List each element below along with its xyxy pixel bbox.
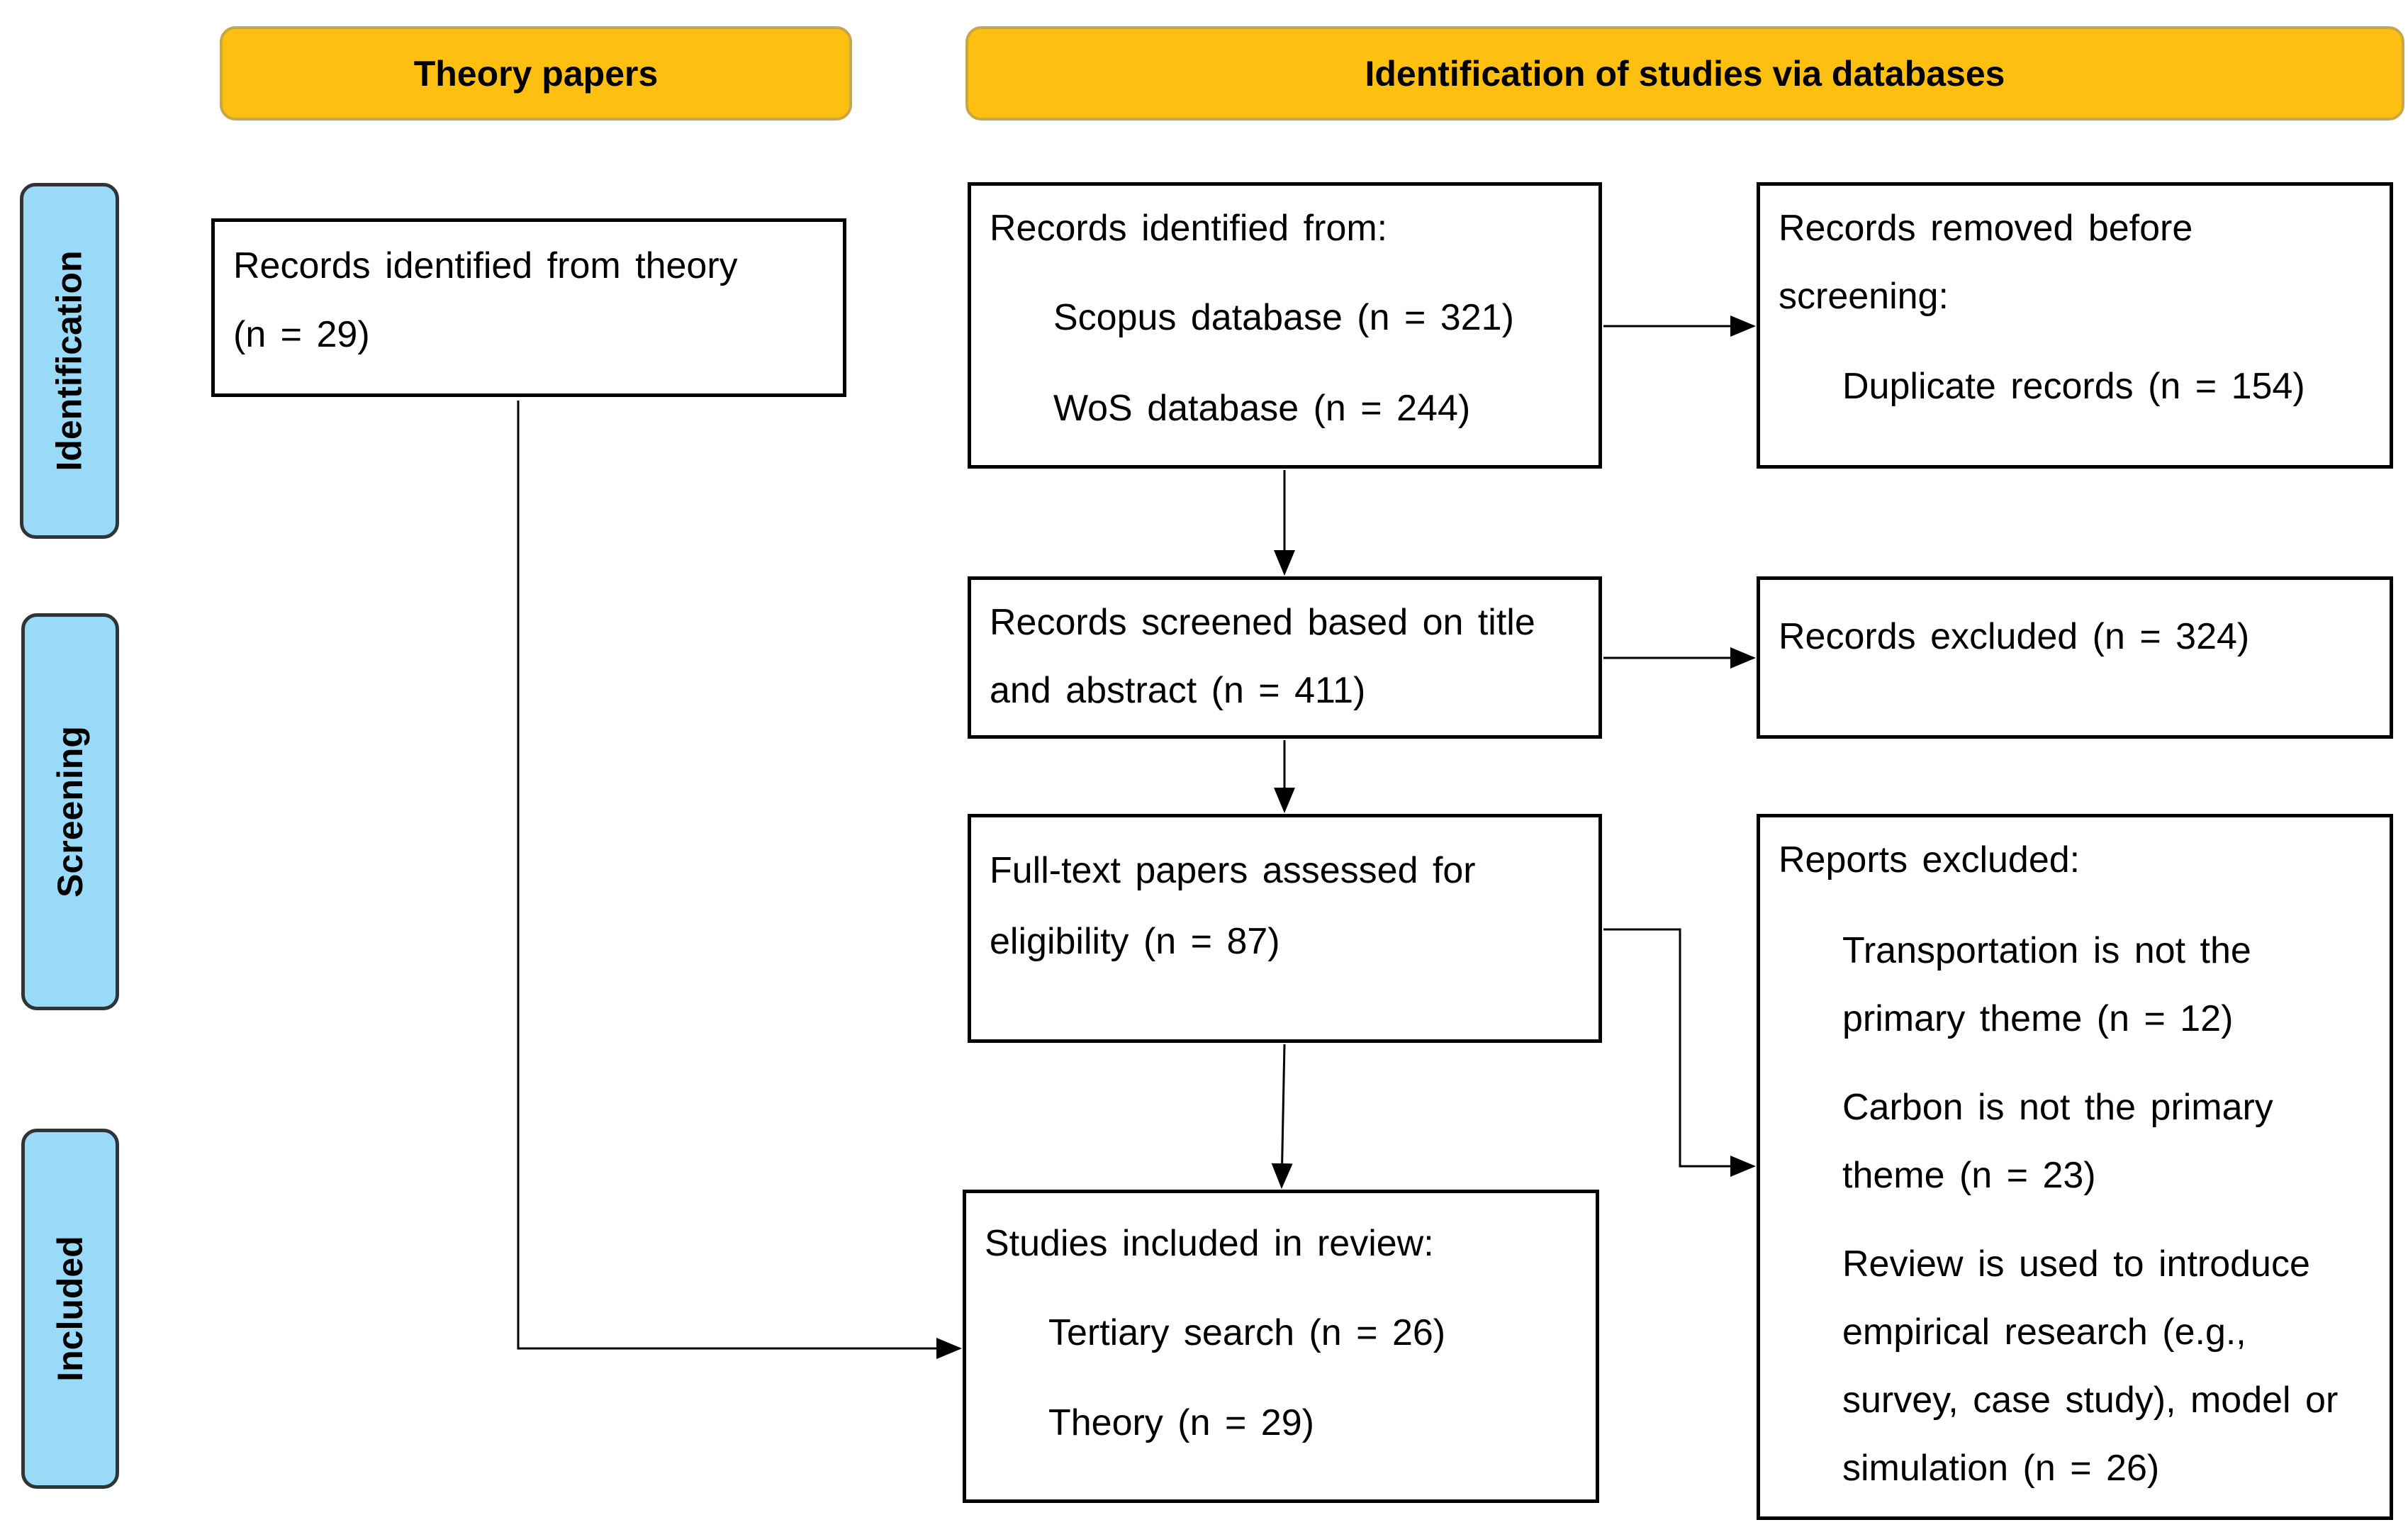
records-removed-line2: screening: bbox=[1779, 276, 1949, 317]
databases-header-label: Identification of studies via databases bbox=[1365, 53, 2005, 94]
records-excluded-box: Records excluded (n = 324) bbox=[1757, 576, 2393, 739]
theory-records-line2: (n = 29) bbox=[233, 314, 370, 355]
records-screened-line2: and abstract (n = 411) bbox=[990, 670, 1366, 711]
reason-review-line3: survey, case study), model or bbox=[1842, 1380, 2339, 1421]
studies-included-box: Studies included in review: Tertiary sea… bbox=[963, 1190, 1599, 1503]
theory-records-box: Records identified from theory (n = 29) bbox=[211, 218, 846, 397]
reason-carbon-line1: Carbon is not the primary bbox=[1842, 1087, 2273, 1128]
full-text-line2: eligibility (n = 87) bbox=[990, 921, 1280, 962]
scopus-count: Scopus database (n = 321) bbox=[1053, 297, 1514, 338]
records-identified-title: Records identified from: bbox=[990, 208, 1388, 249]
reports-excluded-title: Reports excluded: bbox=[1779, 839, 2081, 881]
theory-papers-header: Theory papers bbox=[220, 26, 852, 121]
full-text-assessed-box: Full-text papers assessed for eligibilit… bbox=[968, 814, 1602, 1043]
theory-papers-header-label: Theory papers bbox=[413, 53, 659, 94]
records-removed-line1: Records removed before bbox=[1779, 208, 2193, 249]
records-removed-box: Records removed before screening: Duplic… bbox=[1757, 182, 2393, 469]
reason-review-line2: empirical research (e.g., bbox=[1842, 1312, 2246, 1353]
stage-identification: Identification bbox=[20, 183, 119, 539]
reason-review-line1: Review is used to introduce bbox=[1842, 1243, 2310, 1285]
reports-excluded-box: Reports excluded: Transportation is not … bbox=[1757, 814, 2393, 1520]
theory-count: Theory (n = 29) bbox=[1048, 1402, 1314, 1443]
full-text-line1: Full-text papers assessed for bbox=[990, 850, 1476, 891]
arrow-fulltext-to-reports-excluded bbox=[1603, 928, 1756, 1177]
reason-transportation-line2: primary theme (n = 12) bbox=[1842, 998, 2234, 1039]
reason-carbon-line2: theme (n = 23) bbox=[1842, 1155, 2096, 1196]
tertiary-search-count: Tertiary search (n = 26) bbox=[1048, 1312, 1446, 1353]
reason-transportation-line1: Transportation is not the bbox=[1842, 930, 2251, 971]
records-excluded-text: Records excluded (n = 324) bbox=[1779, 616, 2250, 657]
databases-header: Identification of studies via databases bbox=[965, 26, 2404, 121]
records-screened-line1: Records screened based on title bbox=[990, 602, 1535, 643]
wos-count: WoS database (n = 244) bbox=[1053, 388, 1471, 429]
studies-included-title: Studies included in review: bbox=[985, 1223, 1434, 1264]
theory-records-line1: Records identified from theory bbox=[233, 245, 738, 286]
duplicate-records-count: Duplicate records (n = 154) bbox=[1842, 366, 2305, 407]
reason-review-line4: simulation (n = 26) bbox=[1842, 1448, 2160, 1489]
arrow-fulltext-to-included bbox=[1271, 1044, 1293, 1189]
records-identified-box: Records identified from: Scopus database… bbox=[968, 182, 1602, 469]
records-screened-box: Records screened based on title and abst… bbox=[968, 576, 1602, 739]
stage-included: Included bbox=[21, 1129, 119, 1489]
stage-screening: Screening bbox=[21, 613, 119, 1010]
arrow-theory-to-included bbox=[517, 401, 962, 1359]
